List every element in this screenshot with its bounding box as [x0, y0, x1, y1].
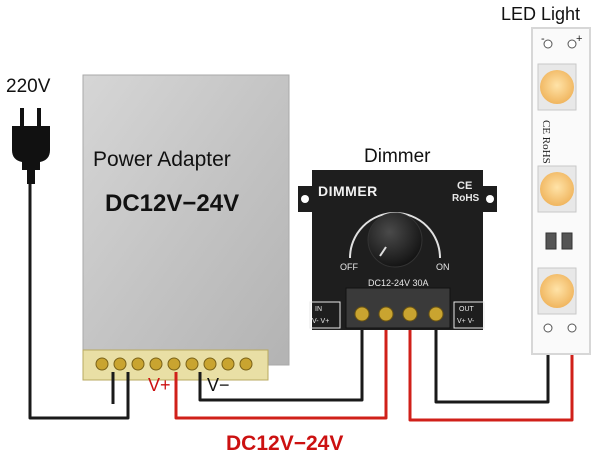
led-strip — [531, 27, 591, 355]
positive-wire-input — [174, 320, 388, 420]
positive-wire-output — [408, 320, 574, 422]
dimmer-brand-text: DIMMER — [318, 183, 378, 199]
dimmer-rating: DC12-24V 30A — [368, 278, 429, 288]
led-strip-marking: CE RoHS — [540, 120, 552, 164]
dimmer-out-polarity: V+ V- — [457, 318, 475, 325]
negative-wire-input — [198, 320, 364, 402]
dimmer-in-label: IN — [315, 306, 322, 313]
dimmer-on-label: ON — [436, 262, 450, 272]
led-strip-minus: - — [541, 33, 545, 45]
power-adapter — [82, 74, 290, 381]
v-minus-label: V− — [207, 375, 230, 395]
led-chip-icon — [537, 63, 577, 315]
terminal-screw-icon — [95, 357, 253, 371]
power-adapter-title: Power Adapter — [93, 148, 231, 171]
dimmer-in-polarity: V- V+ — [312, 318, 330, 325]
v-plus-label: V+ — [148, 375, 171, 395]
mains-voltage-label: 220V — [6, 76, 51, 97]
dimmer-off-label: OFF — [340, 262, 358, 272]
dimmer-knob-icon — [349, 212, 441, 268]
dimmer-device — [298, 170, 497, 330]
wires — [28, 184, 574, 422]
dimmer-out-label: OUT — [459, 306, 474, 313]
led-strip-plus: + — [576, 33, 583, 45]
led-light-label: LED Light — [501, 4, 581, 24]
dimmer-ce-mark: CE — [457, 180, 473, 192]
dimmer-terminal-screw-icon — [354, 306, 444, 322]
dimmer-rohs-mark: RoHS — [452, 193, 480, 204]
power-adapter-voltage: DC12V−24V — [105, 190, 240, 217]
power-plug-icon — [12, 108, 50, 184]
mains-wire — [28, 184, 130, 420]
dimmer-label: Dimmer — [364, 146, 431, 167]
negative-wire-output — [434, 320, 550, 404]
output-voltage-label: DC12V−24V — [226, 432, 344, 455]
